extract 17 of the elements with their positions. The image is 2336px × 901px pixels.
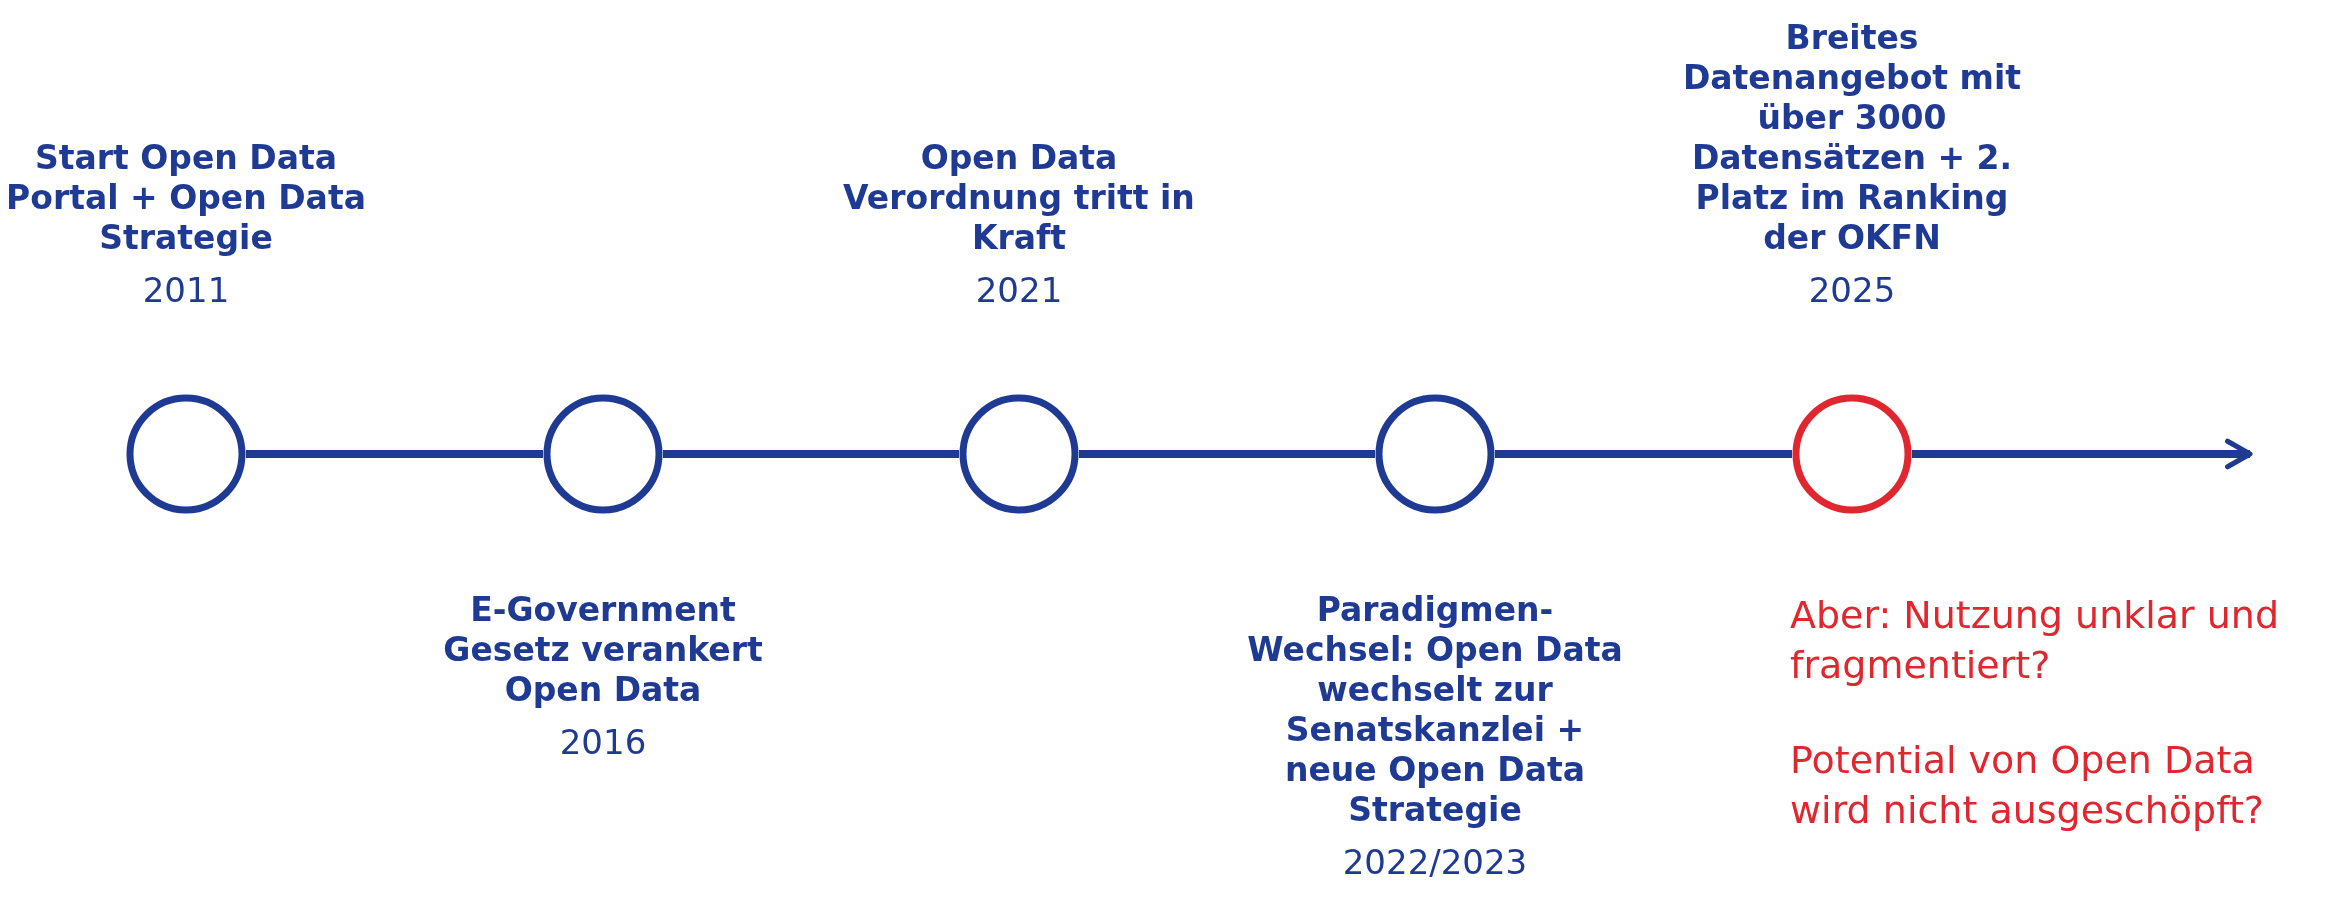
milestone-circle: [959, 394, 1079, 514]
milestone-text: E-Government Gesetz verankert Open Data: [442, 590, 764, 710]
year-label: 2021: [974, 270, 1064, 310]
milestone-circle: [543, 394, 663, 514]
milestone-circle: [1375, 394, 1495, 514]
year-label: 2016: [558, 722, 648, 762]
year-label: 2011: [141, 270, 231, 310]
year-label: 2025: [1807, 270, 1897, 310]
milestone-text: Open Data Verordnung tritt in Kraft: [842, 138, 1196, 258]
milestone-circle: [1792, 394, 1912, 514]
milestone-text: Start Open Data Portal + Open Data Strategie: [5, 138, 367, 258]
milestone-text: Breites Datenangebot mit über 3000 Datensätzen + 2. Platz im Ranking der OKFN: [1681, 18, 2023, 258]
note-text: Aber: Nutzung unklar und fragmentiert?: [1790, 592, 2281, 689]
year-label: 2022/2023: [1341, 842, 1529, 882]
milestone-text: Paradigmen-Wechsel: Open Data wechselt zur Senatskanzlei + neue Open Data Strategie: [1246, 590, 1624, 830]
milestone-circle: [126, 394, 246, 514]
note-text: Potential von Open Data wird nicht ausgeschöpft?: [1790, 737, 2265, 834]
